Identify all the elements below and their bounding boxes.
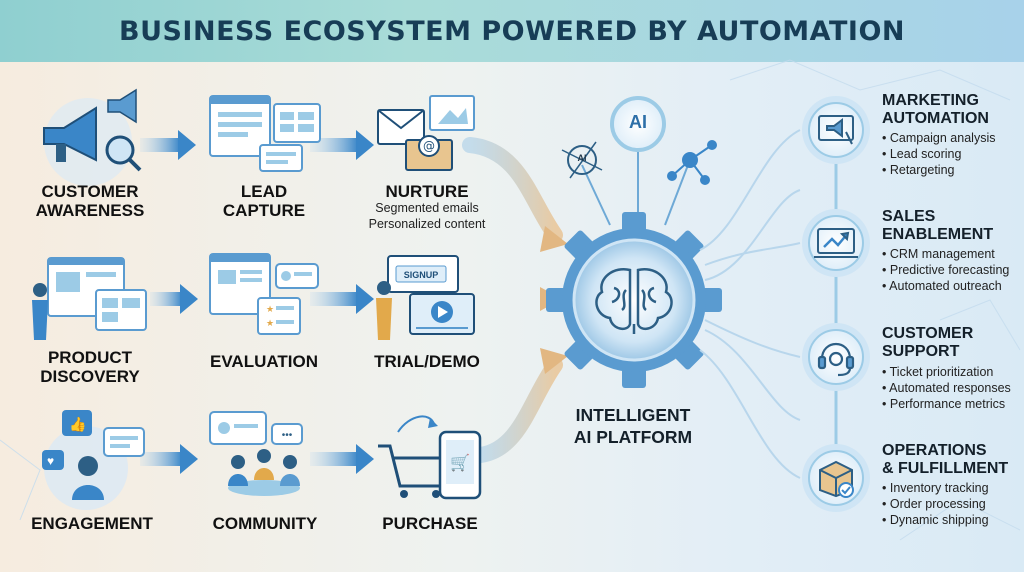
row-arrows — [140, 130, 374, 474]
megaphone-screen-icon — [818, 115, 854, 145]
title-banner: BUSINESS ECOSYSTEM POWERED BY AUTOMATION — [0, 0, 1024, 62]
list-item: Automated outreach — [882, 278, 1009, 294]
svg-text:@: @ — [423, 139, 435, 153]
platform-connectors — [699, 129, 801, 479]
list-item: Inventory tracking — [882, 480, 989, 496]
list-item: Ticket prioritization — [882, 364, 1011, 380]
megaphone-icon — [43, 106, 97, 162]
list-item: Predictive forecasting — [882, 262, 1010, 278]
awareness-illustration — [43, 88, 142, 186]
engagement-illustration: 👍 ♥ — [42, 410, 145, 510]
ai-platform-gear-icon — [546, 212, 722, 388]
flows-to-platform — [462, 137, 563, 463]
svg-text:•••: ••• — [282, 430, 293, 441]
stage-label-trial-demo: TRIAL/DEMO — [374, 352, 480, 371]
nurture-illustration: @ — [377, 95, 475, 171]
person-icon — [33, 283, 47, 297]
purchase-illustration: 🛒 — [378, 415, 482, 500]
cart-icon — [378, 444, 450, 488]
list-item: CRM management — [882, 246, 1009, 262]
brain-icon — [595, 267, 673, 334]
evaluation-illustration: ★ ★ — [209, 253, 319, 335]
page-title: BUSINESS ECOSYSTEM POWERED BY AUTOMATION — [118, 15, 905, 47]
svg-text:★: ★ — [266, 304, 274, 314]
trial-demo-illustration: SIGNUP — [376, 255, 475, 340]
person-icon — [78, 456, 98, 476]
headset-icon — [817, 343, 855, 377]
list-item: Automated responses — [882, 380, 1011, 396]
stage-label-community: COMMUNITY — [212, 514, 318, 533]
list-item: Order processing — [882, 496, 989, 512]
list-item: Dynamic shipping — [882, 512, 989, 528]
growth-chart-icon — [814, 228, 858, 258]
ai-small-badge: AI — [577, 153, 587, 163]
thumbs-up-icon: 👍 — [69, 416, 86, 433]
function-list-marketing: Campaign analysis Lead scoring Retargeti… — [882, 130, 996, 178]
stage-label-evaluation: EVALUATION — [210, 352, 318, 371]
function-title-operations: OPERATIONS& FULFILLMENT — [882, 442, 1009, 477]
community-illustration: ••• — [209, 411, 303, 496]
svg-text:🛒: 🛒 — [450, 453, 470, 472]
list-item: Performance metrics — [882, 396, 1011, 412]
stage-label-purchase: PURCHASE — [382, 514, 478, 533]
ai-badge: AI — [629, 112, 647, 132]
list-item: Campaign analysis — [882, 130, 996, 146]
list-item: Lead scoring — [882, 146, 995, 162]
magnifier-icon — [105, 135, 135, 165]
discovery-illustration — [32, 257, 147, 340]
stage-label-engagement: ENGAGEMENT — [31, 514, 153, 533]
function-nodes — [802, 96, 870, 512]
function-list-support: Ticket prioritization Automated response… — [882, 364, 1011, 412]
ai-network-nodes — [561, 96, 717, 226]
package-icon — [819, 460, 854, 498]
heart-icon: ♥ — [47, 454, 54, 468]
stage-label-nurture: NURTURE — [385, 182, 469, 201]
function-list-operations: Inventory tracking Order processing Dyna… — [882, 480, 989, 528]
signup-badge: SIGNUP — [404, 270, 439, 280]
svg-text:★: ★ — [266, 318, 274, 328]
lead-capture-illustration — [209, 95, 321, 172]
list-item: Retargeting — [882, 162, 995, 178]
function-list-sales: CRM management Predictive forecasting Au… — [882, 246, 1009, 294]
small-megaphone-icon — [107, 88, 137, 124]
